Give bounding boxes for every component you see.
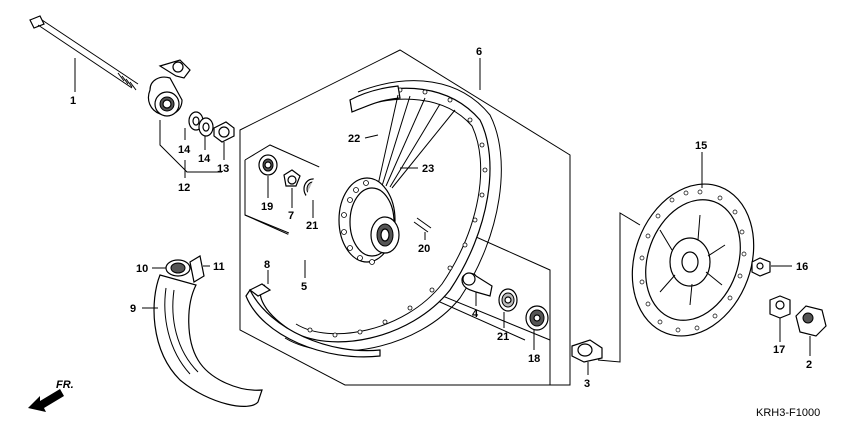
front-direction-label: FR.	[56, 379, 74, 391]
front-direction-arrow: FR.	[28, 379, 74, 412]
cap-nut	[795, 305, 827, 337]
callout-23: 23	[422, 163, 434, 175]
side-collar	[571, 339, 603, 363]
hub-bearings-right	[461, 272, 549, 331]
callout-21a: 21	[306, 220, 318, 232]
callout-12: 12	[178, 182, 190, 194]
rim-band	[245, 283, 381, 358]
callout-2: 2	[806, 359, 812, 371]
callout-5: 5	[301, 281, 307, 293]
callout-8: 8	[264, 259, 270, 271]
brake-disc	[597, 183, 755, 363]
washers-seal	[188, 111, 235, 143]
callout-11: 11	[213, 261, 225, 273]
diagram-code: KRH3-F1000	[756, 407, 820, 419]
callout-16: 16	[796, 261, 808, 273]
spoke-nipple	[413, 217, 432, 233]
callout-6: 6	[476, 46, 482, 58]
callout-20: 20	[418, 243, 430, 255]
callout-1: 1	[70, 95, 76, 107]
disc-bolt	[751, 257, 771, 277]
wheel-hub	[338, 177, 400, 265]
callout-22: 22	[348, 133, 360, 145]
leader-lines	[74, 58, 811, 375]
callout-labels: 1 14 14 13 12 19 7 21 22 23 6 20 5 8 10 …	[70, 46, 812, 390]
callout-14b: 14	[198, 153, 211, 165]
callout-4: 4	[472, 308, 479, 320]
callout-9: 9	[130, 303, 136, 315]
callout-7: 7	[288, 210, 294, 222]
speedometer-gearbox	[147, 59, 191, 117]
callout-13: 13	[217, 163, 229, 175]
front-fender	[153, 255, 263, 407]
axle-nut	[769, 295, 791, 319]
callout-15: 15	[695, 140, 707, 152]
callout-17: 17	[773, 344, 785, 356]
callout-14a: 14	[178, 144, 191, 156]
callout-10: 10	[136, 263, 148, 275]
callout-19: 19	[261, 201, 273, 213]
spokes	[377, 94, 456, 189]
callout-3: 3	[584, 378, 590, 390]
callout-18: 18	[528, 353, 540, 365]
axle-shaft	[29, 15, 139, 91]
callout-21b: 21	[497, 331, 509, 343]
